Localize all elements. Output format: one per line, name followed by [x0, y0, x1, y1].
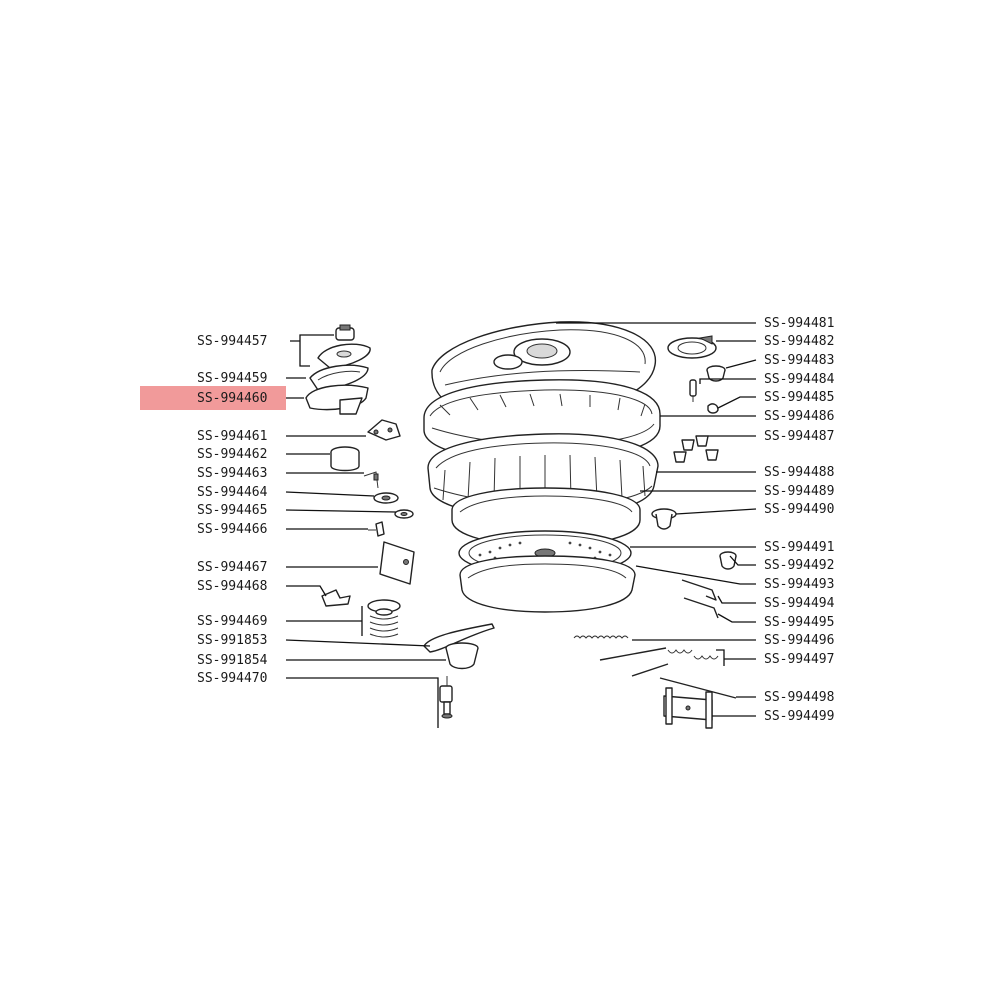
label-ss-994467[interactable]: SS-994467 [197, 560, 267, 575]
part-991853-spoon [423, 623, 495, 653]
bottom-pan [459, 555, 636, 613]
label-ss-994488[interactable]: SS-994488 [764, 465, 834, 480]
part-994498-rod [659, 677, 737, 699]
label-ss-994481[interactable]: SS-994481 [764, 316, 834, 331]
labels-left: SS-994457 SS-994459 SS-994460 SS-994461 … [197, 334, 268, 686]
label-ss-994490[interactable]: SS-994490 [764, 502, 834, 517]
part-994499-bracket [663, 687, 713, 729]
label-ss-994463[interactable]: SS-994463 [197, 466, 267, 481]
part-994493-wire [681, 579, 717, 601]
label-ss-994460[interactable]: SS-994460 [197, 391, 267, 406]
part-994457-handle-top [317, 343, 371, 369]
part-994496-spring-rod [573, 635, 629, 639]
leaders-right [556, 322, 757, 717]
part-994463-pin [363, 471, 379, 489]
leaders-left [285, 334, 446, 728]
label-ss-994483[interactable]: SS-994483 [764, 353, 834, 368]
part-994482-ring [667, 335, 717, 359]
label-ss-994482[interactable]: SS-994482 [764, 334, 834, 349]
part-994483-cap [706, 365, 726, 382]
label-ss-994469[interactable]: SS-994469 [197, 614, 267, 629]
part-994470-valve-stem [439, 676, 453, 719]
label-ss-994499[interactable]: SS-994499 [764, 709, 834, 724]
part-994462-cylinder [330, 446, 360, 472]
part-994465-nut [394, 509, 414, 519]
label-ss-994498[interactable]: SS-994498 [764, 690, 834, 705]
label-ss-994494[interactable]: SS-994494 [764, 596, 835, 611]
label-ss-994496[interactable]: SS-994496 [764, 633, 834, 648]
part-994497-hinge [599, 647, 719, 677]
label-ss-994493[interactable]: SS-994493 [764, 577, 834, 592]
part-994487-valves [673, 435, 719, 463]
label-ss-994470[interactable]: SS-994470 [197, 671, 267, 686]
label-ss-991853[interactable]: SS-991853 [197, 633, 267, 648]
labels-right: SS-994481 SS-994482 SS-994483 SS-994484 … [764, 316, 835, 724]
label-ss-994497[interactable]: SS-994497 [764, 652, 834, 667]
part-994468-bracket [321, 589, 351, 607]
part-991854-cup [445, 642, 479, 670]
label-ss-994491[interactable]: SS-994491 [764, 540, 834, 555]
part-994464-washer [373, 492, 399, 504]
part-994460-handle-base [305, 384, 369, 415]
part-994485-clip [707, 403, 719, 414]
part-994484-pin [689, 379, 697, 402]
label-ss-994462[interactable]: SS-994462 [197, 447, 267, 462]
part-994467-plate [379, 541, 415, 585]
label-ss-994468[interactable]: SS-994468 [197, 579, 267, 594]
label-ss-994489[interactable]: SS-994489 [764, 484, 834, 499]
label-ss-994492[interactable]: SS-994492 [764, 558, 834, 573]
label-ss-994459[interactable]: SS-994459 [197, 371, 267, 386]
label-ss-994486[interactable]: SS-994486 [764, 409, 834, 424]
label-ss-994487[interactable]: SS-994487 [764, 429, 834, 444]
part-994490-grommet [651, 508, 677, 530]
label-ss-994461[interactable]: SS-994461 [197, 429, 267, 444]
selected-part-highlight [140, 386, 286, 410]
label-ss-994484[interactable]: SS-994484 [764, 372, 835, 387]
part-994461-clip [367, 419, 401, 441]
label-ss-994465[interactable]: SS-994465 [197, 503, 267, 518]
label-ss-994485[interactable]: SS-994485 [764, 390, 834, 405]
label-ss-991854[interactable]: SS-991854 [197, 653, 268, 668]
label-ss-994457[interactable]: SS-994457 [197, 334, 267, 349]
part-994466-screw [368, 521, 385, 537]
part-994457-knob [335, 324, 355, 341]
label-ss-994495[interactable]: SS-994495 [764, 615, 834, 630]
part-994469-spring-valve [367, 599, 401, 638]
label-ss-994466[interactable]: SS-994466 [197, 522, 267, 537]
part-994494-wire [683, 597, 719, 619]
label-ss-994464[interactable]: SS-994464 [197, 485, 268, 500]
